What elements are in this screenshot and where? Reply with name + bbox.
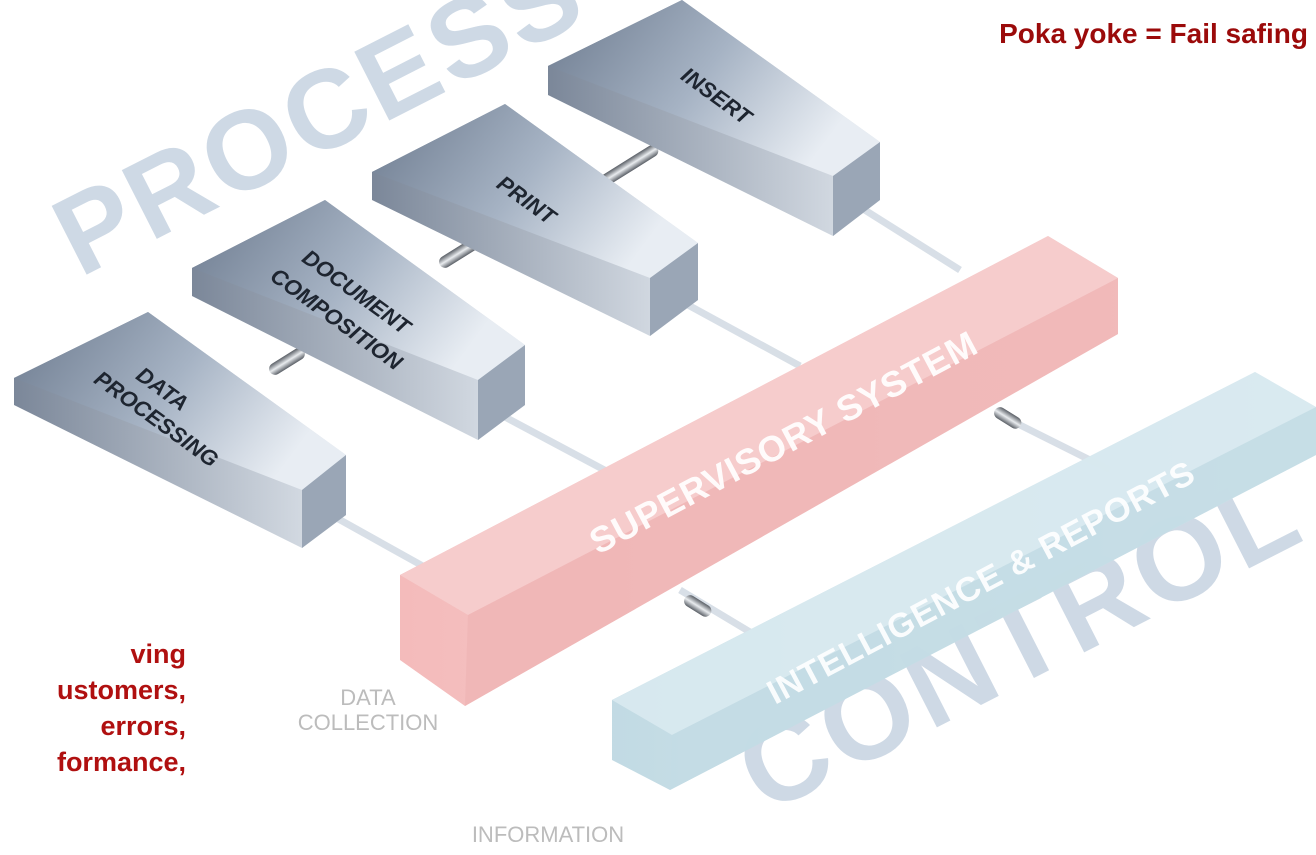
side-text-line: errors, <box>100 711 186 741</box>
block-print: PRINT <box>372 104 698 336</box>
side-text-list: ving ustomers, errors, formance, <box>0 636 186 780</box>
headline: Poka yoke = Fail safing <box>999 18 1308 49</box>
information-caption: INFORMATION <box>472 822 624 847</box>
block-insert: INSERT <box>548 0 880 236</box>
side-text-line: ving <box>130 639 186 669</box>
block-document-composition: DOCUMENT COMPOSITION <box>192 200 525 440</box>
data-collection-line1: DATA <box>340 685 396 710</box>
side-text-line: formance, <box>56 747 186 777</box>
control-connectors <box>684 407 1022 617</box>
data-collection-line2: COLLECTION <box>298 710 439 735</box>
supervisory-bar: SUPERVISORY SYSTEM <box>400 236 1118 706</box>
side-text-line: ustomers, <box>56 675 186 705</box>
